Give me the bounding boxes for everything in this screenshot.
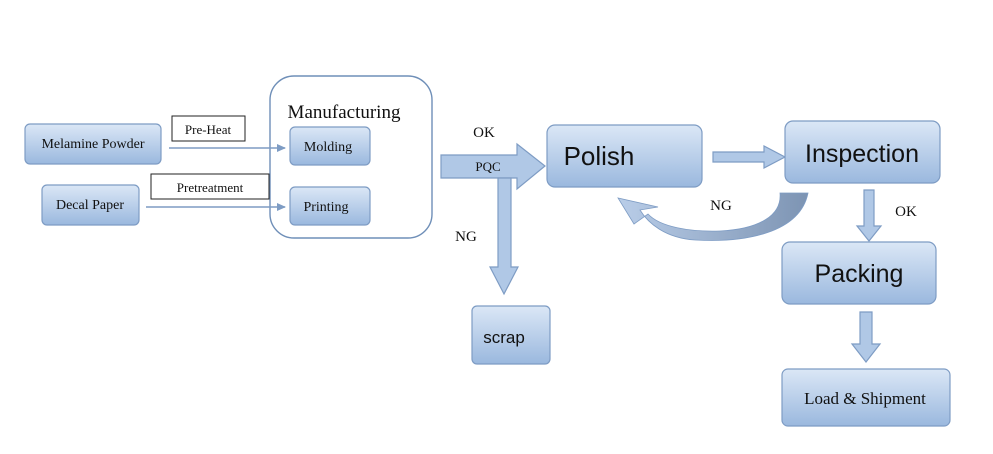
- load-shipment-box: [781, 368, 951, 427]
- ng-scrap-label: NG: [455, 229, 477, 245]
- ok-packing-label: OK: [895, 204, 917, 220]
- molding-box: [289, 126, 371, 166]
- ng-scrap-arrow: [489, 177, 519, 296]
- pretreatment-box: [150, 173, 270, 200]
- inspection-packing-arrow: [855, 189, 883, 242]
- pqc-label: PQC: [475, 159, 500, 174]
- manufacturing-label: Manufacturing: [288, 102, 401, 123]
- melamine-powder-box: [24, 123, 162, 165]
- inspection-label: Inspection: [805, 140, 919, 168]
- printing-label: Printing: [303, 200, 348, 215]
- polish-box: [546, 124, 703, 188]
- pre-heat-box: [171, 115, 246, 142]
- decal-paper-label: Decal Paper: [56, 198, 124, 213]
- packing-box: [781, 241, 937, 305]
- molding-label: Molding: [304, 140, 352, 155]
- polish-label: Polish: [564, 141, 635, 171]
- ng-rework-label: NG: [710, 198, 732, 214]
- packing-load-arrow: [850, 311, 882, 363]
- inspection-box: [784, 120, 941, 184]
- ok-polish-label: OK: [473, 125, 495, 141]
- melamine-powder-label: Melamine Powder: [41, 137, 144, 152]
- pre-heat-label: Pre-Heat: [185, 122, 232, 137]
- pqc-arrow: [440, 142, 546, 191]
- pretreatment-label: Pretreatment: [177, 180, 244, 195]
- printing-box: [289, 186, 371, 226]
- packing-label: Packing: [815, 260, 904, 288]
- scrap-box: [471, 305, 551, 365]
- polish-inspection-arrow: [712, 145, 787, 169]
- scrap-label: scrap: [483, 328, 525, 347]
- ng-rework-arrow: [617, 192, 809, 241]
- load-shipment-label: Load & Shipment: [804, 389, 926, 408]
- decal-paper-box: [41, 184, 140, 226]
